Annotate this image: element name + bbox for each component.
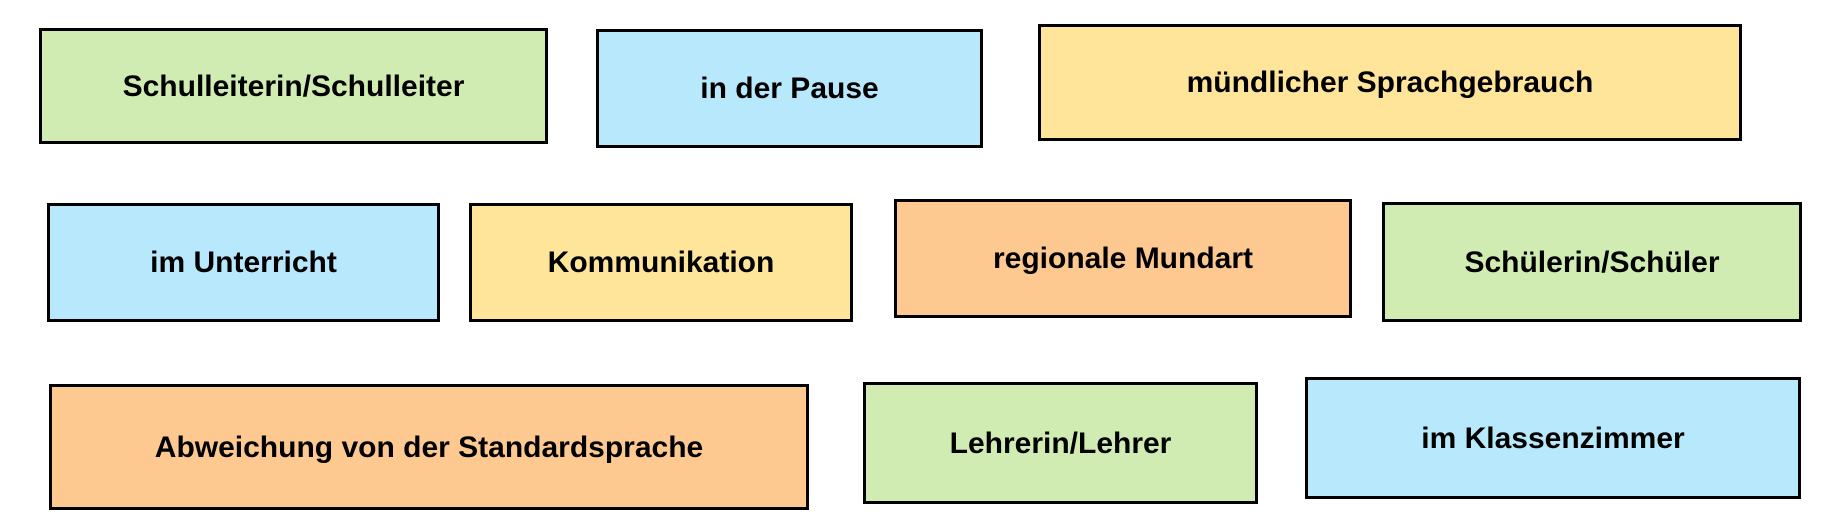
card-abweichung-von-der-standardsprache[interactable]: Abweichung von der Standardsprache xyxy=(49,384,809,510)
card-label: mündlicher Sprachgebrauch xyxy=(1186,66,1594,99)
card-in-der-pause[interactable]: in der Pause xyxy=(596,29,983,148)
card-schuelerin-schueler[interactable]: Schülerin/Schüler xyxy=(1382,202,1802,322)
card-label: im Klassenzimmer xyxy=(1421,421,1685,455)
card-schulleiterin-schulleiter[interactable]: Schulleiterin/Schulleiter xyxy=(39,28,548,144)
card-lehrerin-lehrer[interactable]: Lehrerin/Lehrer xyxy=(863,382,1258,504)
card-label: Abweichung von der Standardsprache xyxy=(154,430,704,464)
card-im-klassenzimmer[interactable]: im Klassenzimmer xyxy=(1305,377,1801,499)
card-label: Schülerin/Schüler xyxy=(1464,245,1720,279)
card-label: regionale Mundart xyxy=(992,242,1254,275)
card-label: Kommunikation xyxy=(547,246,775,279)
card-im-unterricht[interactable]: im Unterricht xyxy=(47,203,440,322)
card-regionale-mundart[interactable]: regionale Mundart xyxy=(894,199,1352,318)
card-muendlicher-sprachgebrauch[interactable]: mündlicher Sprachgebrauch xyxy=(1038,24,1742,141)
card-kommunikation[interactable]: Kommunikation xyxy=(469,203,853,322)
card-label: Lehrerin/Lehrer xyxy=(949,426,1172,460)
card-label: im Unterricht xyxy=(150,246,337,279)
card-label: in der Pause xyxy=(700,72,879,105)
card-label: Schulleiterin/Schulleiter xyxy=(122,69,465,103)
